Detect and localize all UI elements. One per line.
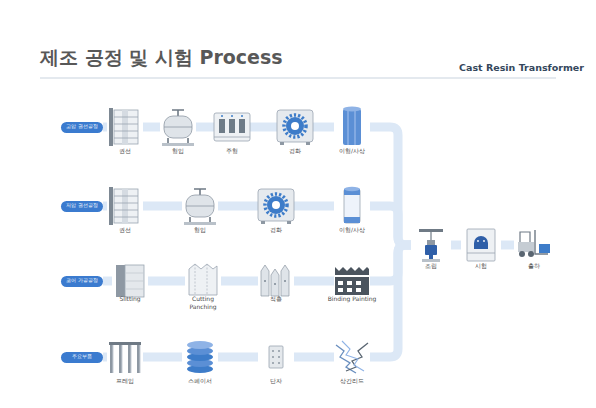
process-step: 프레임	[107, 338, 143, 376]
spacer-icon	[187, 341, 213, 373]
mold-icon	[184, 189, 216, 225]
terminal-icon	[269, 346, 283, 368]
process-band	[370, 206, 411, 245]
process-band	[370, 245, 411, 281]
process-step: Cutting Panching	[185, 262, 221, 300]
process-step: 주형	[214, 108, 250, 146]
test-icon	[467, 229, 495, 261]
process-band	[103, 123, 107, 132]
process-band	[218, 202, 258, 211]
winding-icon	[109, 108, 138, 146]
process-step: 경화	[258, 187, 294, 225]
finished-coil-icon	[343, 107, 361, 146]
process-step: 적층	[258, 262, 294, 300]
step-label: Slitting	[105, 295, 155, 303]
curing-oven-icon	[258, 189, 294, 224]
process-label-pill: 고압 권선공정	[61, 122, 103, 133]
title-rule	[40, 78, 556, 79]
process-label-text: 코어 가공공정	[66, 278, 98, 283]
step-label: Cutting Panching	[178, 295, 228, 311]
process-band	[196, 123, 214, 132]
process-step: 이형/사상	[334, 187, 370, 225]
process-band	[294, 202, 334, 211]
curing-oven-icon	[277, 110, 313, 145]
process-band	[103, 277, 112, 286]
lead-icon	[336, 341, 368, 373]
process-band	[221, 277, 258, 286]
process-band	[250, 123, 277, 132]
step-label: 상간리드	[327, 377, 377, 385]
process-step: Slitting	[112, 262, 148, 300]
finished-coil-icon	[344, 187, 360, 223]
step-label: 적층	[251, 295, 301, 303]
step-label: 경화	[270, 147, 320, 155]
process-band	[370, 127, 411, 245]
process-label-text: 주요부품	[72, 354, 92, 359]
winding-icon	[109, 187, 138, 225]
assembly-icon	[419, 229, 443, 262]
process-label-pill: 저압 권선공정	[61, 201, 103, 212]
step-label: 스페이서	[175, 377, 225, 385]
process-band	[294, 353, 334, 362]
process-band	[501, 241, 514, 250]
process-step: 상간리드	[334, 338, 370, 376]
step-label: 권선	[100, 226, 150, 234]
step-label: 주형	[207, 147, 257, 155]
process-band	[143, 123, 160, 132]
step-label: 단자	[251, 377, 301, 385]
process-band	[103, 202, 107, 211]
step-label: 이형/사상	[327, 226, 377, 234]
step-label: Binding Painting	[327, 295, 377, 303]
process-step: 형입	[160, 108, 196, 146]
step-label: 프레임	[100, 377, 150, 385]
subtitle-label: Cast Resin Transformer	[459, 62, 584, 73]
casting-icon	[214, 113, 250, 141]
process-step: 조립	[411, 227, 451, 263]
process-step: Binding Painting	[334, 262, 370, 300]
process-step: 권선	[107, 108, 143, 146]
stacking-icon	[261, 265, 289, 296]
step-label: 조립	[406, 262, 456, 270]
process-step: 시험	[461, 227, 501, 263]
forklift-icon	[518, 230, 550, 257]
process-band	[148, 277, 185, 286]
frame-icon	[109, 342, 141, 373]
step-label: 출하	[509, 262, 559, 270]
mold-icon	[162, 110, 194, 146]
process-band	[218, 353, 258, 362]
process-band	[103, 353, 107, 362]
process-band	[143, 353, 182, 362]
process-label-pill: 주요부품	[61, 352, 103, 363]
process-band	[451, 241, 461, 250]
step-label: 형입	[153, 147, 203, 155]
process-step: 이형/사상	[334, 108, 370, 146]
process-step: 단자	[258, 338, 294, 376]
process-band	[143, 202, 182, 211]
process-band	[313, 123, 334, 132]
process-label-text: 저압 권선공정	[66, 203, 98, 208]
process-band	[294, 277, 334, 286]
process-step: 경화	[277, 108, 313, 146]
cutting-icon	[189, 264, 217, 295]
step-label: 권선	[100, 147, 150, 155]
step-label: 이형/사상	[327, 147, 377, 155]
diagram-title: 제조 공정 및 시험 Process	[40, 45, 283, 71]
process-label-pill: 코어 가공공정	[61, 276, 103, 287]
process-step: 스페이서	[182, 338, 218, 376]
step-label: 형입	[175, 226, 225, 234]
binding-icon	[335, 267, 369, 295]
step-label: 경화	[251, 226, 301, 234]
process-step: 출하	[514, 227, 554, 263]
slitting-icon	[116, 265, 144, 297]
process-step: 형입	[182, 187, 218, 225]
step-label: 시험	[456, 262, 506, 270]
process-step: 권선	[107, 187, 143, 225]
process-label-text: 고압 권선공정	[66, 124, 98, 129]
